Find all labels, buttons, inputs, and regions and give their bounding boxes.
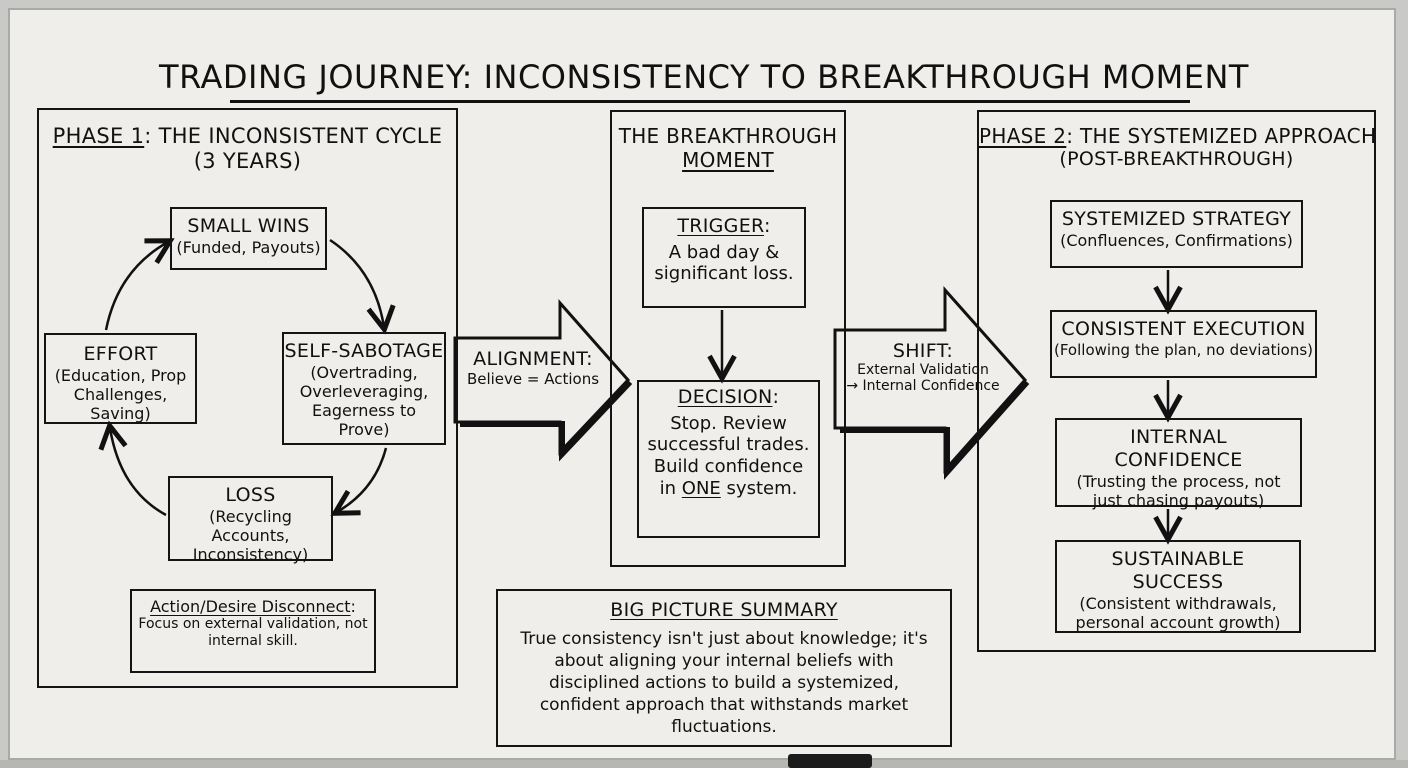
breakthrough-title-2: MOMENT (682, 148, 774, 172)
node-detail: (Overtrading, Overleveraging, Eagerness … (299, 362, 429, 440)
marker (788, 754, 872, 768)
small-wins-node: SMALL WINS (Funded, Payouts) (170, 207, 327, 270)
alignment-title: ALIGNMENT: (473, 348, 593, 370)
self-sabotage-node: SELF-SABOTAGE (Overtrading, Overleveragi… (282, 332, 446, 445)
disconnect-note: Action/Desire Disconnect: Focus on exter… (130, 589, 376, 673)
phase1-panel: PHASE 1: THE INCONSISTENT CYCLE (3 YEARS… (37, 108, 458, 688)
breakthrough-title: THE BREAKTHROUGH (618, 124, 838, 148)
summary-title: BIG PICTURE SUMMARY (610, 599, 838, 621)
trigger-node: TRIGGER: A bad day & significant loss. (642, 207, 806, 308)
detail-text-end: system. (720, 477, 798, 499)
step-detail: (Consistent withdrawals, personal accoun… (1075, 593, 1281, 632)
loss-node: LOSS (Recycling Accounts, Inconsistency) (168, 476, 333, 564)
colon: : (772, 386, 780, 408)
note-detail: Focus on external validation, not intern… (138, 616, 368, 649)
alignment-label: ALIGNMENT: Believe = Actions (458, 348, 608, 388)
phase2-panel: PHASE 2: THE SYSTEMIZED APPROACH (POST-B… (977, 110, 1376, 652)
note-title: Action/Desire Disconnect (150, 597, 351, 616)
arrow-sabotage-to-loss (337, 447, 388, 512)
step-title: SYSTEMIZED STRATEGY (1061, 208, 1292, 230)
phase1-label: PHASE 1 (52, 124, 145, 148)
detail-emphasis: ONE (681, 477, 721, 499)
phase2-label: PHASE 2 (979, 124, 1067, 148)
node-detail: (Funded, Payouts) (176, 237, 321, 257)
step-title: CONSISTENT EXECUTION (1061, 318, 1306, 340)
colon: : (763, 215, 771, 237)
breakthrough-panel: THE BREAKTHROUGH MOMENT (610, 110, 846, 567)
step-title: SUSTAINABLE SUCCESS (1111, 548, 1245, 593)
node-title: EFFORT (83, 343, 158, 365)
decision-node: DECISION: Stop. Review successful trades… (637, 380, 820, 538)
phase2-step: SYSTEMIZED STRATEGY (Confluences, Confir… (1050, 200, 1303, 268)
shift-line1: External Validation (857, 362, 989, 378)
phase1-title: : THE INCONSISTENT CYCLE (144, 124, 443, 148)
node-title: TRIGGER (677, 215, 764, 237)
node-detail: A bad day & significant loss. (654, 241, 794, 285)
node-detail: (Education, Prop Challenges, Saving) (54, 365, 187, 424)
shift-title: SHIFT: (892, 340, 954, 362)
arrow-wins-to-sabotage (329, 238, 384, 327)
phase1-subtitle: (3 YEARS) (193, 149, 302, 174)
step-detail: (Following the plan, no deviations) (1053, 340, 1313, 359)
alignment-detail: Believe = Actions (466, 370, 600, 388)
node-title: DECISION (677, 386, 773, 408)
summary-text: True consistency isn't just about knowle… (520, 628, 928, 738)
effort-node: EFFORT (Education, Prop Challenges, Savi… (44, 333, 197, 424)
step-title: INTERNAL CONFIDENCE (1114, 426, 1243, 471)
shift-line2: → Internal Confidence (846, 378, 1000, 394)
phase2-title: : THE SYSTEMIZED APPROACH (1066, 124, 1377, 148)
detail-text: Stop. Review successful trades. Build co… (647, 412, 810, 499)
arrow-loss-to-effort (110, 428, 167, 517)
node-title: LOSS (225, 484, 276, 506)
phase2-step: INTERNAL CONFIDENCE (Trusting the proces… (1055, 418, 1302, 510)
step-detail: (Confluences, Confirmations) (1060, 230, 1293, 250)
summary-box: BIG PICTURE SUMMARY True consistency isn… (496, 589, 952, 747)
node-title: SELF-SABOTAGE (284, 340, 444, 362)
title-underline (230, 100, 1190, 103)
colon: : (350, 597, 356, 616)
step-detail: (Trusting the process, not just chasing … (1076, 471, 1281, 510)
node-detail: Stop. Review successful trades. Build co… (645, 413, 812, 499)
marker-tray (0, 760, 1408, 768)
phase2-subtitle: (POST-BREAKTHROUGH) (1059, 148, 1294, 170)
shift-label: SHIFT: External Validation → Internal Co… (838, 340, 1008, 394)
page-title: TRADING JOURNEY: INCONSISTENCY TO BREAKT… (159, 58, 1249, 96)
phase2-step: CONSISTENT EXECUTION (Following the plan… (1050, 310, 1317, 378)
phase2-step: SUSTAINABLE SUCCESS (Consistent withdraw… (1055, 540, 1301, 633)
whiteboard (8, 8, 1396, 760)
arrow-effort-to-wins (104, 242, 168, 331)
node-detail: (Recycling Accounts, Inconsistency) (192, 506, 309, 565)
node-title: SMALL WINS (187, 215, 310, 237)
